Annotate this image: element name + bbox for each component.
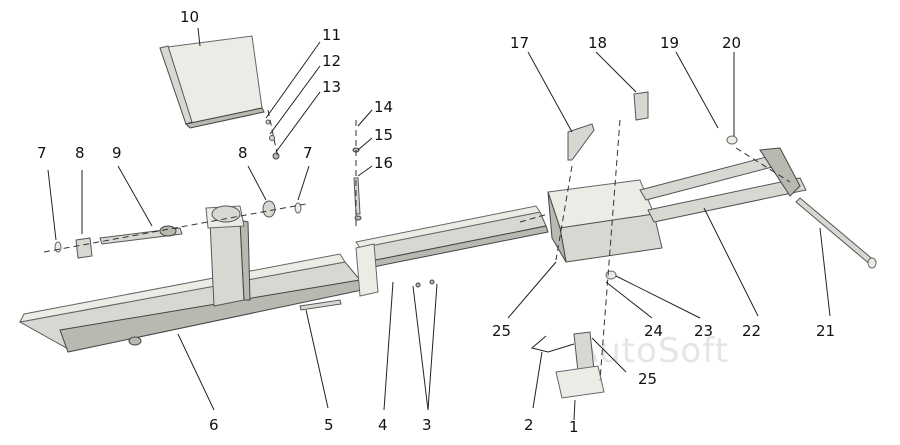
callout-17: 17 [510,34,529,52]
pins-3-and-5 [299,279,435,311]
callout-19: 19 [660,34,679,52]
callout-10: 10 [180,8,199,26]
callout-15: 15 [374,126,393,144]
callout-16: 16 [374,154,393,172]
callout-21: 21 [816,322,835,340]
callout-25-right: 25 [638,370,657,388]
callout-8-right: 8 [238,144,248,162]
callout-2: 2 [524,416,534,434]
callout-8-left: 8 [75,144,85,162]
callout-18: 18 [588,34,607,52]
callout-20: 20 [722,34,741,52]
part-2-handle [530,335,575,353]
bolt-14-15-16 [352,147,362,221]
part-18-bolt [633,91,649,121]
part-1-jack-stand [555,331,605,399]
parts-23-24-washers [605,270,617,280]
callout-14: 14 [374,98,393,116]
part-9-shaft [99,225,183,245]
leader-lines [47,27,831,421]
part-8-bushing-left [75,237,93,259]
carriage-housing [547,179,663,263]
part-21-rod [795,197,877,269]
callout-23: 23 [694,322,713,340]
part-4-extension-beam [355,205,549,297]
callout-6: 6 [209,416,219,434]
callout-5: 5 [324,416,334,434]
callout-25-left: 25 [492,322,511,340]
part-10-cover-plate [159,35,265,129]
part-6-main-beam [18,205,363,353]
assembly-axes [43,109,791,381]
callout-9: 9 [112,144,122,162]
callout-4: 4 [378,416,388,434]
callout-11: 11 [322,26,341,44]
callout-3: 3 [422,416,432,434]
part-20-nut [726,135,738,145]
callout-24: 24 [644,322,663,340]
callout-22: 22 [742,322,761,340]
part-22-guide-rails [639,147,807,223]
callout-1: 1 [569,418,579,436]
part-8-bushing-right [262,200,276,218]
callout-7-right: 7 [303,144,313,162]
part-17-bracket [567,123,595,161]
callout-7-left: 7 [37,144,47,162]
callout-13: 13 [322,78,341,96]
watermark: AutoSoft [575,331,729,371]
part-7-washers [54,202,302,253]
callout-labels: 1 2 3 4 5 6 7 7 8 8 9 10 11 12 13 14 15 … [37,8,835,436]
callout-12: 12 [322,52,341,70]
